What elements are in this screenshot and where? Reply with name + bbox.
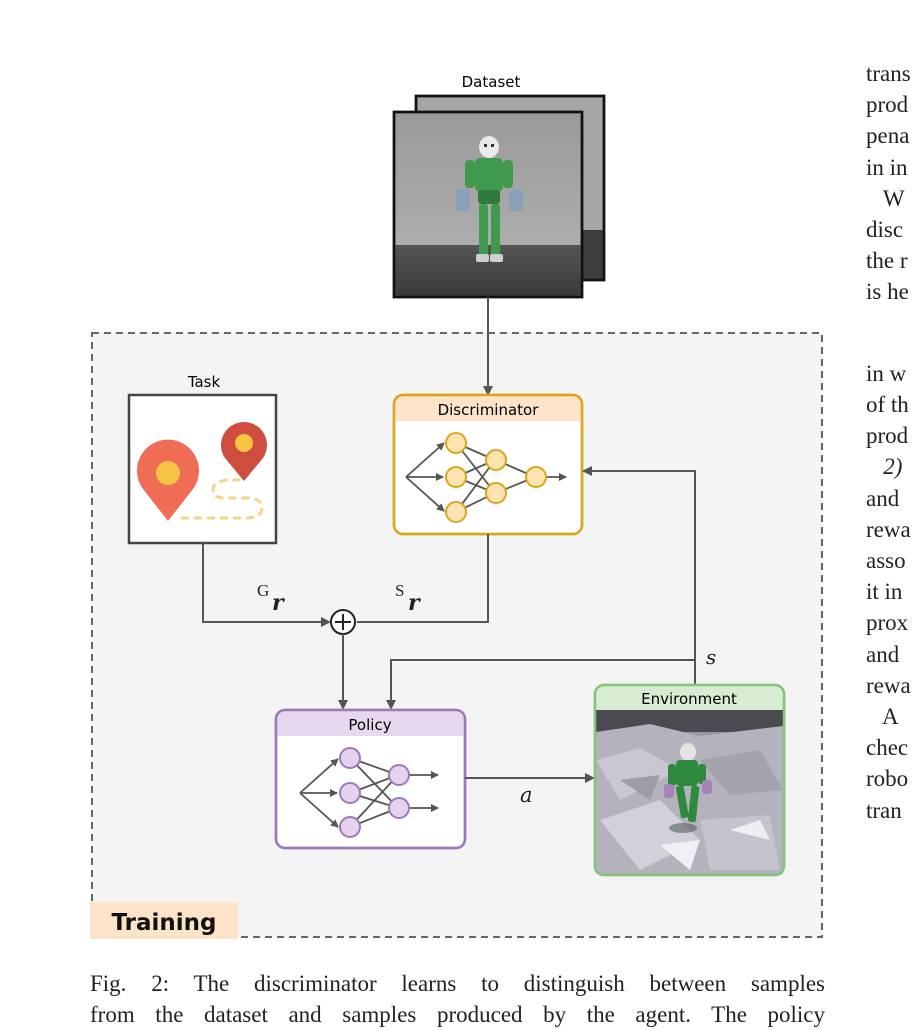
right-line: asso — [866, 548, 906, 573]
right-line: is he — [866, 279, 909, 305]
training-tag — [90, 902, 238, 939]
right-column-text: trans prod pena in in W disc the r is he… — [866, 58, 914, 826]
right-line: robo — [866, 766, 909, 792]
task-label: Task — [187, 373, 221, 391]
right-line: rewa — [866, 672, 911, 698]
line-state-to-policy — [386, 659, 695, 710]
right-line — [866, 308, 914, 339]
training-label: Training — [111, 910, 216, 936]
right-line: in in — [866, 154, 908, 180]
policy-nodes — [339, 747, 410, 838]
location-pin-small-icon — [221, 422, 267, 481]
right-line: and — [866, 485, 900, 511]
right-line: 2) — [866, 454, 903, 480]
style-reward-symbol: r — [408, 590, 421, 616]
line-task-to-sum — [202, 543, 331, 627]
location-pin-large-icon — [136, 439, 199, 521]
terrain-image — [596, 710, 783, 874]
right-line: prod — [866, 92, 909, 118]
right-line: it in — [866, 579, 903, 605]
right-line: the r — [866, 248, 908, 274]
right-line: in w — [866, 360, 907, 386]
caption-line-1: Fig. 2: The discriminator learns to dist… — [90, 971, 825, 996]
environment-label: Environment — [641, 690, 737, 708]
style-reward-superscript: S — [395, 581, 404, 600]
figure-caption: Fig. 2: The discriminator learns to dist… — [90, 968, 825, 1030]
line-state-from-environment — [582, 466, 696, 684]
action-symbol: a — [520, 783, 533, 807]
right-line: rewa — [866, 516, 911, 542]
right-line: W — [866, 185, 905, 211]
right-line: chec — [866, 735, 909, 761]
route-path — [181, 478, 264, 520]
state-symbol: s — [706, 645, 716, 669]
right-line: of th — [866, 392, 909, 418]
right-line: A — [866, 703, 899, 729]
goal-reward-superscript: G — [257, 581, 269, 600]
right-line: disc — [866, 216, 904, 242]
task-box — [127, 393, 278, 545]
right-line: trans — [866, 61, 911, 86]
policy-label: Policy — [348, 716, 391, 734]
dataset-image-stack — [392, 94, 606, 299]
right-line: and — [866, 641, 900, 667]
caption-line-2: from the dataset and samples produced by… — [90, 1002, 825, 1027]
environment-box — [593, 683, 786, 877]
discriminator-label: Discriminator — [438, 401, 540, 419]
goal-reward-symbol: r — [272, 590, 285, 616]
sum-node — [330, 609, 356, 635]
walking-robot-figure — [664, 743, 712, 833]
robot-figure — [456, 136, 523, 262]
right-line: prox — [866, 610, 909, 636]
discriminator-nodes — [445, 432, 547, 523]
dataset-label: Dataset — [462, 73, 521, 91]
right-line: tran — [866, 797, 902, 823]
line-discriminator-to-sum — [357, 534, 489, 623]
right-line: prod — [866, 423, 909, 449]
right-line: pena — [866, 123, 910, 149]
